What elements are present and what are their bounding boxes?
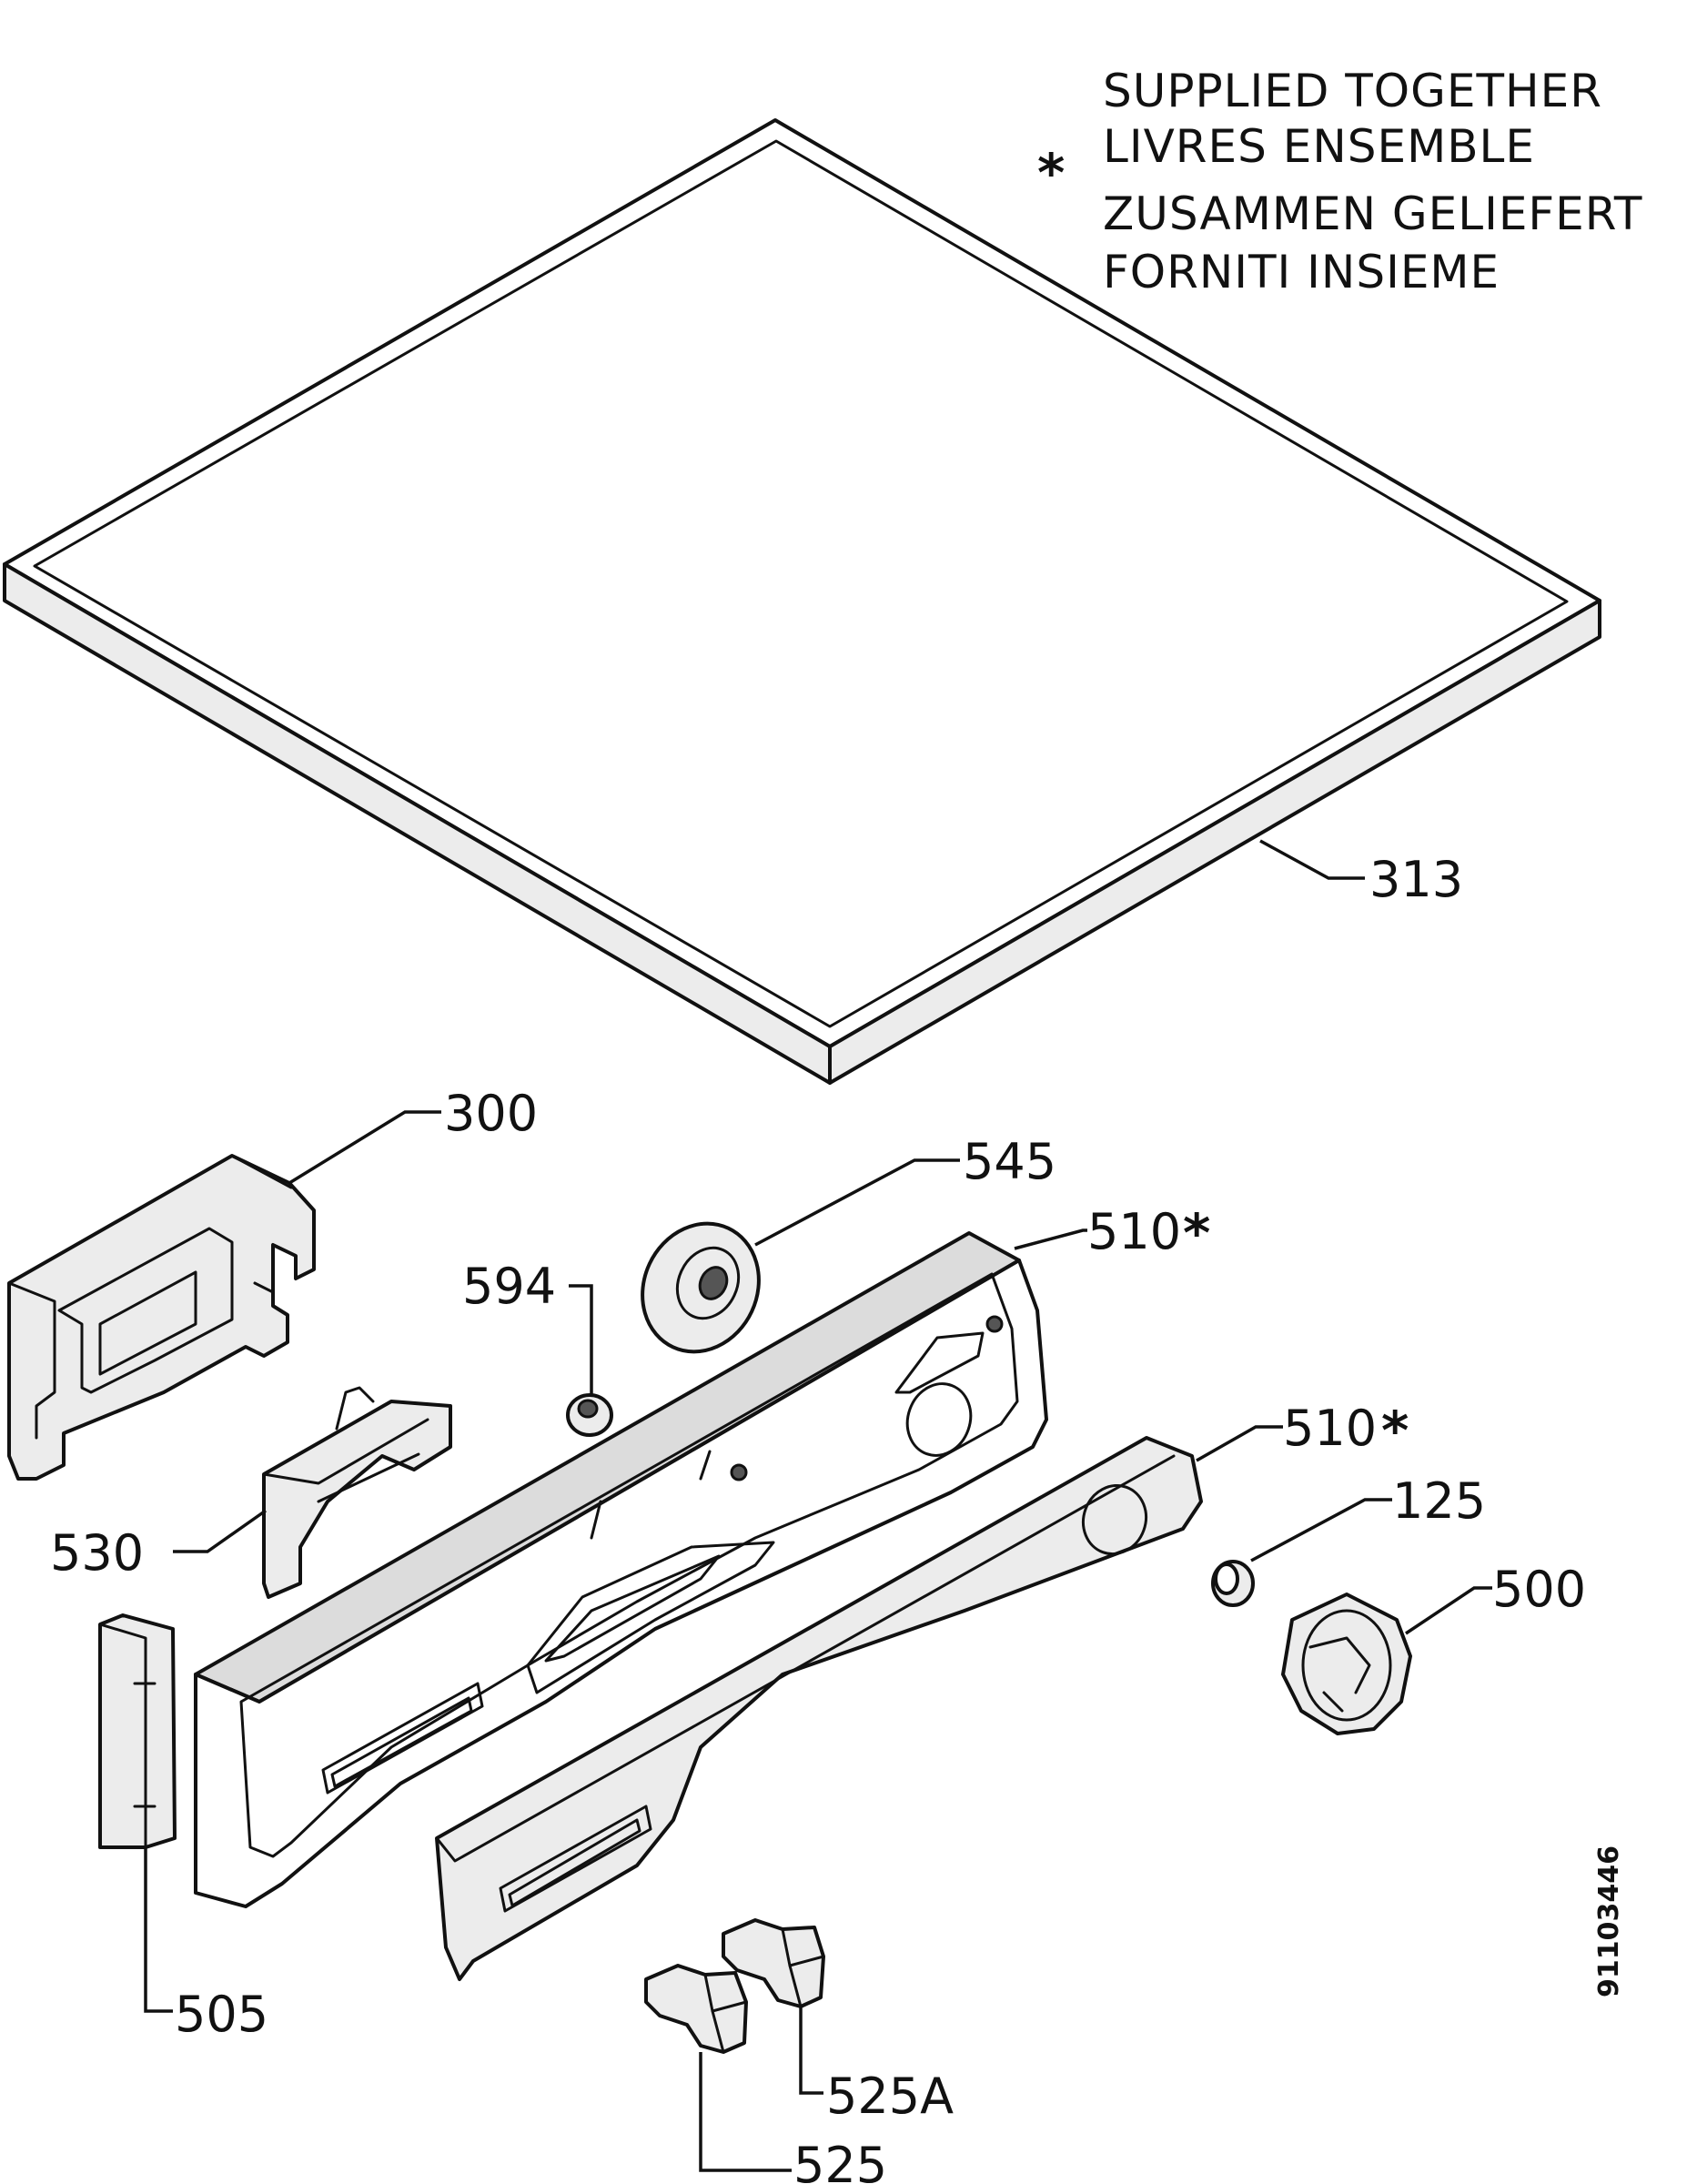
label-510-lower-asterisk: * <box>1381 1400 1409 1461</box>
leader-594 <box>569 1284 593 1394</box>
label-300: 300 <box>444 1085 538 1142</box>
label-313: 313 <box>1369 851 1463 908</box>
part-500-knob <box>1281 1592 1412 1735</box>
note-line-en: SUPPLIED TOGETHER <box>1103 65 1602 117</box>
part-313-worktop <box>3 118 1601 1085</box>
note-line-de: ZUSAMMEN GELIEFERT <box>1103 187 1642 240</box>
label-505: 505 <box>175 1986 268 2043</box>
label-510-lower: 510 <box>1283 1400 1377 1457</box>
part-545-disc <box>641 1221 761 1354</box>
leader-505 <box>144 1847 173 2013</box>
leader-525A <box>799 2007 823 2095</box>
part-525A-button <box>722 1918 825 2008</box>
part-594-knob <box>566 1393 613 1437</box>
part-525-button <box>644 1964 748 2054</box>
label-510-upper: 510 <box>1087 1203 1181 1260</box>
label-500: 500 <box>1492 1561 1586 1618</box>
note-asterisk: * <box>1037 142 1065 204</box>
leader-500 <box>1405 1586 1492 1635</box>
leader-525 <box>699 2052 792 2172</box>
part-510-fascia-strip <box>435 1436 1203 1981</box>
part-510-control-panel <box>194 1231 1048 1908</box>
leader-313 <box>1259 839 1365 880</box>
label-125: 125 <box>1392 1472 1486 1530</box>
leader-300 <box>288 1110 441 1185</box>
label-545: 545 <box>963 1133 1056 1190</box>
supplied-together-note: * SUPPLIED TOGETHER LIVRES ENSEMBLE ZUSA… <box>1037 65 1642 298</box>
label-594: 594 <box>462 1258 556 1315</box>
leader-530 <box>173 1509 268 1553</box>
label-510-upper-asterisk: * <box>1183 1202 1210 1264</box>
leader-545 <box>754 1158 960 1247</box>
note-line-it: FORNITI INSIEME <box>1103 246 1500 298</box>
part-125-sleeve <box>1211 1560 1255 1607</box>
leader-510-upper <box>1014 1228 1087 1250</box>
drawing-code: 91103446 <box>1593 1845 1625 1997</box>
part-530-holder <box>262 1386 452 1599</box>
leader-510-lower <box>1196 1425 1283 1462</box>
label-525A: 525A <box>826 2068 954 2125</box>
part-505-clip <box>98 1613 177 1849</box>
label-525: 525 <box>793 2137 887 2184</box>
leader-125 <box>1250 1498 1392 1562</box>
note-line-fr: LIVRES ENSEMBLE <box>1103 120 1535 173</box>
part-300-bracket <box>7 1154 316 1481</box>
label-530: 530 <box>50 1524 144 1582</box>
